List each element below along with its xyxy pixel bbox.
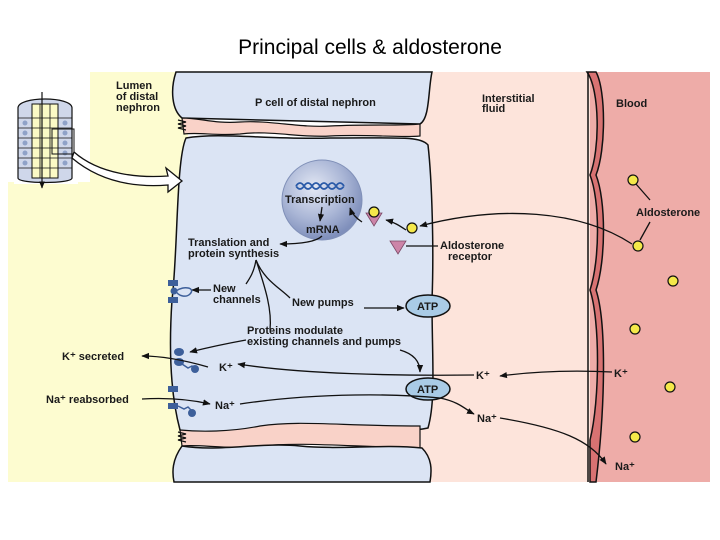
mrna-label: mRNA xyxy=(306,224,340,236)
k-interstitial-label: K⁺ xyxy=(476,370,490,382)
lumen-region-top xyxy=(90,72,188,184)
interstitial-label: Interstitial fluid xyxy=(482,93,538,115)
atp-pump-bottom xyxy=(405,377,451,401)
na-channel-icon xyxy=(168,386,196,417)
translation-label: Translation and protein synthesis xyxy=(188,237,279,260)
atp-top-label: ATP xyxy=(417,301,438,313)
zoom-arrow xyxy=(71,150,184,194)
aldosterone-blood-dot xyxy=(664,381,676,393)
atp-pump-top xyxy=(405,294,451,318)
new-channels-label: New channels xyxy=(213,283,261,306)
aldosterone-label: Aldosterone xyxy=(636,207,700,219)
na-interstitial-label: Na⁺ xyxy=(477,413,497,425)
na-cell-label: Na⁺ xyxy=(215,400,235,412)
blood-region xyxy=(590,72,710,482)
k-cell-label: K⁺ xyxy=(219,362,233,374)
junction-mark-top xyxy=(177,119,187,131)
new-pumps-label: New pumps xyxy=(292,297,354,309)
aldosterone-receptor-label: Aldosterone receptor xyxy=(440,240,507,263)
aldosterone-blood-dot xyxy=(632,240,644,252)
tubule-inset xyxy=(14,92,78,189)
diagram-title: Principal cells & aldosterone xyxy=(238,36,502,59)
lumen-label: Lumen of distal nephron xyxy=(116,80,161,114)
aldosterone-blood-dot xyxy=(667,275,679,287)
aldosterone-receptor-icon xyxy=(389,240,407,255)
na-reabsorbed-label: Na⁺ reabsorbed xyxy=(46,394,129,406)
aldosterone-blood-dot xyxy=(627,174,639,186)
aldosterone-bound-dot xyxy=(368,206,380,218)
principal-cell xyxy=(169,134,434,435)
transcription-label: Transcription xyxy=(285,194,355,206)
cell-label: P cell of distal nephron xyxy=(255,97,376,109)
lower-cell xyxy=(172,444,432,483)
capillary-wall xyxy=(585,71,605,483)
dna-icon xyxy=(295,182,345,190)
na-blood-label: Na⁺ xyxy=(615,461,635,473)
k-blood-label: K⁺ xyxy=(614,368,628,380)
aldosterone-blood-dot xyxy=(629,323,641,335)
aldosterone-blood-dot xyxy=(629,431,641,443)
k-secreted-label: K⁺ secreted xyxy=(62,351,124,363)
junction-mark-bottom xyxy=(177,431,187,443)
interstitial-region xyxy=(420,72,590,482)
new-channel-icon xyxy=(168,280,193,303)
nucleus xyxy=(281,159,363,241)
lumen-region xyxy=(8,182,188,482)
aldosterone-cell-dot xyxy=(406,222,418,234)
tight-junction-top xyxy=(181,117,421,138)
atp-bottom-label: ATP xyxy=(417,384,438,396)
proteins-modulate-label: Proteins modulate existing channels and … xyxy=(247,325,401,348)
blood-label: Blood xyxy=(616,98,647,110)
